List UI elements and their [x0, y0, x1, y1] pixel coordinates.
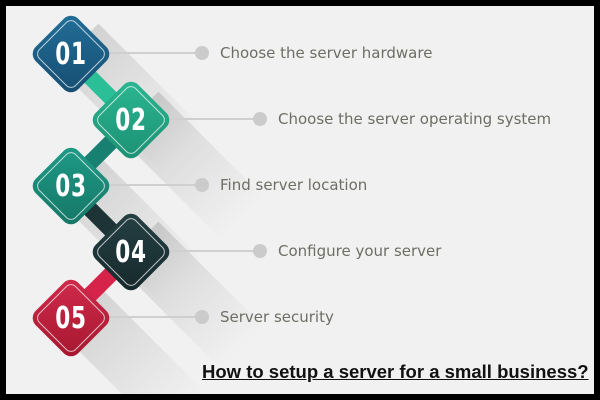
leader-dot-02: [253, 112, 267, 126]
step-label-04: Configure your server: [278, 242, 442, 260]
step-label-01: Choose the server hardware: [220, 44, 433, 62]
step-number-02: 02: [115, 102, 147, 138]
infographic: 01 02 03 04 05 Choose the server hardwar…: [6, 6, 594, 394]
step-number-01: 01: [55, 36, 87, 72]
leader-dot-04: [253, 244, 267, 258]
step-label-05: Server security: [220, 308, 334, 326]
leader-line-05: [106, 316, 202, 318]
leader-dot-03: [195, 178, 209, 192]
step-number-03: 03: [55, 168, 87, 204]
leader-line-02: [166, 118, 260, 120]
leader-line-03: [106, 184, 202, 186]
page-title: How to setup a server for a small busine…: [202, 361, 589, 382]
leader-line-01: [106, 52, 202, 54]
step-label-03: Find server location: [220, 176, 368, 194]
step-label-02: Choose the server operating system: [278, 110, 552, 128]
leader-line-04: [166, 250, 260, 252]
step-number-04: 04: [115, 234, 147, 270]
leader-dot-01: [195, 46, 209, 60]
leader-dot-05: [195, 310, 209, 324]
step-number-05: 05: [55, 300, 87, 336]
